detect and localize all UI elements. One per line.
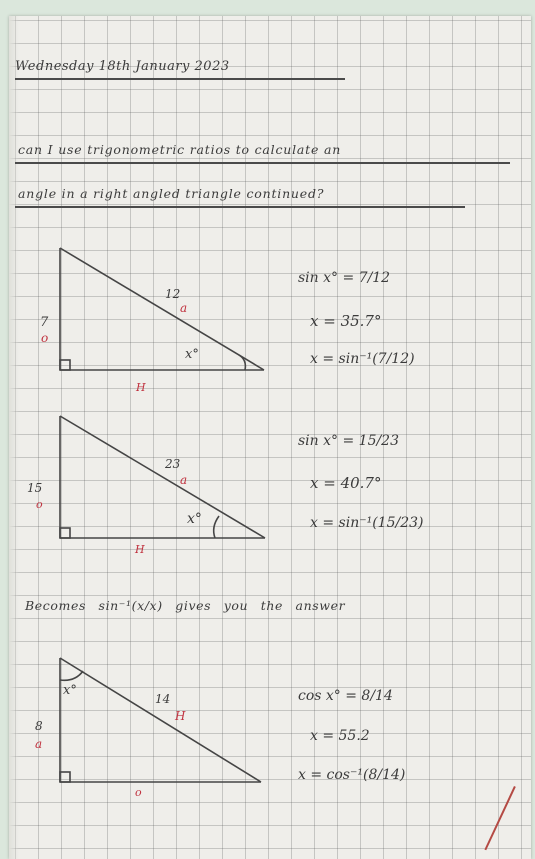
triangle-2-angle-label: x°: [187, 511, 202, 527]
triangle-3-hyp-tag: H: [175, 709, 186, 723]
date-underline: [15, 78, 345, 80]
triangle-1-adj-tag: H: [136, 381, 146, 394]
triangle-1-hyp-tag: a: [180, 301, 188, 315]
triangle-1-drawing: [59, 247, 265, 371]
title-underline-2: [15, 206, 465, 208]
title-underline-1: [15, 162, 510, 164]
triangle-3-equation-1: cos x° = 8/14: [298, 688, 393, 704]
triangle-1-equation-2: x = 35.7°: [310, 312, 382, 330]
triangle-3-equation-2: x = 55.2: [310, 728, 370, 744]
triangle-2-equation-3: x = sin⁻¹(15/23): [310, 515, 424, 531]
triangle-2-hyp-tag: a: [180, 473, 188, 487]
triangle-2-equation-1: sin x° = 15/23: [298, 433, 400, 449]
triangle-2-equation-2: x = 40.7°: [310, 474, 382, 492]
triangle-1-opp-tag: o: [41, 331, 49, 345]
triangle-2-adj-tag: H: [135, 543, 145, 556]
notebook-page: Wednesday 18th January 2023 can I use tr…: [9, 16, 531, 859]
triangle-3-adjacent: 8: [35, 719, 43, 733]
triangle-1-hypotenuse: 12: [165, 287, 181, 301]
triangle-3-equation-3: x = cos⁻¹(8/14): [298, 767, 406, 783]
triangle-2-opp-tag: o: [36, 498, 43, 511]
page-title-line-1: can I use trigonometric ratios to calcul…: [18, 142, 342, 157]
page-title-line-2: angle in a right angled triangle continu…: [18, 186, 325, 201]
rule-note: Becomes sin⁻¹(x/x) gives you the answer: [25, 598, 346, 613]
triangle-3-drawing: [59, 657, 262, 783]
triangle-2-opposite: 15: [27, 481, 43, 495]
page-date: Wednesday 18th January 2023: [15, 59, 230, 74]
triangle-2-drawing: [59, 415, 266, 539]
triangle-3-opp-tag: o: [135, 786, 142, 799]
triangle-2-hypotenuse: 23: [165, 457, 181, 471]
triangle-1-equation-3: x = sin⁻¹(7/12): [310, 351, 415, 367]
triangle-1-angle-label: x°: [185, 347, 199, 362]
triangle-3-hypotenuse: 14: [155, 692, 171, 706]
triangle-3-angle-label: x°: [63, 683, 77, 698]
triangle-3-adj-tag: a: [35, 737, 43, 751]
triangle-1-equation-1: sin x° = 7/12: [298, 270, 391, 286]
triangle-1-opposite: 7: [40, 315, 49, 330]
